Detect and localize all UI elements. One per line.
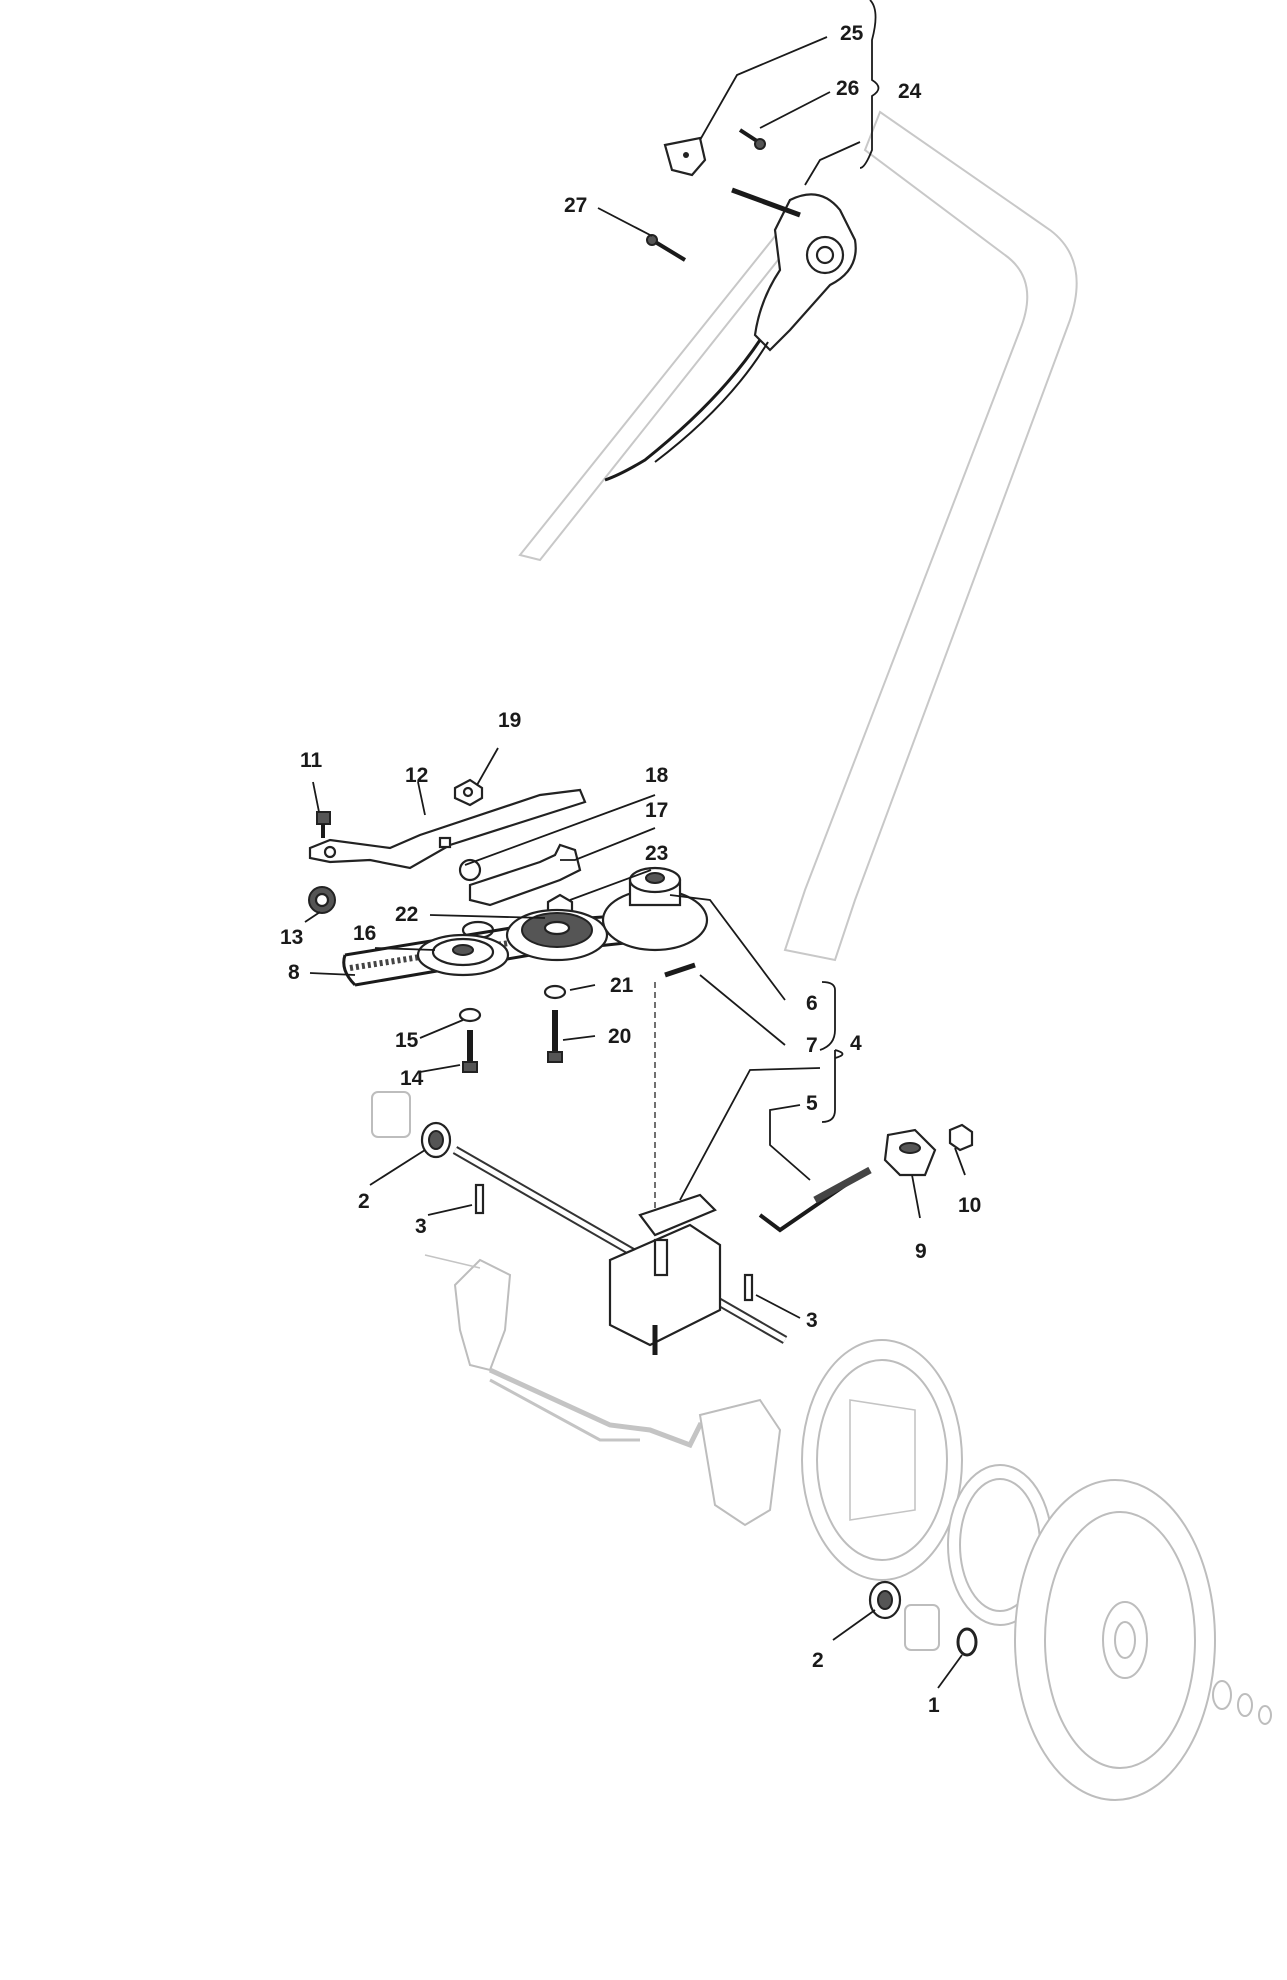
callout-20: 20 bbox=[608, 1025, 631, 1048]
bracket-plate bbox=[308, 778, 587, 940]
callout-21: 21 bbox=[610, 974, 634, 997]
callout-26: 26 bbox=[836, 77, 859, 100]
callout-24: 24 bbox=[898, 80, 922, 103]
callout-3-right: 3 bbox=[806, 1309, 818, 1332]
callout-12: 12 bbox=[405, 764, 428, 787]
callout-9: 9 bbox=[915, 1240, 927, 1263]
callout-1: 1 bbox=[928, 1694, 940, 1717]
callout-15: 15 bbox=[395, 1029, 419, 1052]
callout-17: 17 bbox=[645, 799, 668, 822]
control-lever-assembly bbox=[604, 128, 857, 482]
callout-14: 14 bbox=[400, 1067, 424, 1090]
leader-lines bbox=[304, 0, 966, 1689]
callout-2-bottom: 2 bbox=[812, 1649, 824, 1672]
gearbox-assembly bbox=[371, 1091, 974, 1355]
callout-3-left: 3 bbox=[415, 1215, 427, 1238]
callout-2-top: 2 bbox=[358, 1190, 370, 1213]
callout-23: 23 bbox=[645, 842, 668, 865]
callout-13: 13 bbox=[280, 926, 303, 949]
callout-19: 19 bbox=[498, 709, 521, 732]
wheel-assembly bbox=[424, 1254, 1272, 1801]
callout-labels: 25 26 24 27 19 11 12 18 17 23 13 22 16 8… bbox=[280, 22, 981, 1717]
callout-16: 16 bbox=[353, 922, 376, 945]
callout-25: 25 bbox=[840, 22, 864, 45]
callout-18: 18 bbox=[645, 764, 669, 787]
callout-4: 4 bbox=[850, 1032, 862, 1055]
callout-27: 27 bbox=[564, 194, 587, 217]
callout-6: 6 bbox=[806, 992, 818, 1015]
callout-11: 11 bbox=[300, 749, 323, 772]
callout-8: 8 bbox=[288, 961, 300, 984]
callout-7: 7 bbox=[806, 1034, 818, 1057]
callout-22: 22 bbox=[395, 903, 418, 926]
callout-10: 10 bbox=[958, 1194, 981, 1217]
callout-5: 5 bbox=[806, 1092, 818, 1115]
